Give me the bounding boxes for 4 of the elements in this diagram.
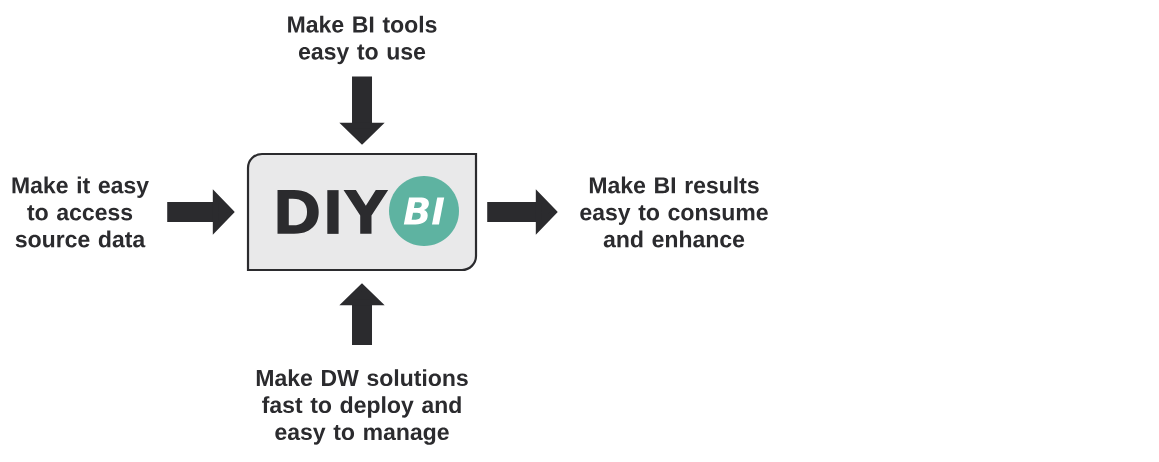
text-label: Make BI tools easy to use [288,15,437,65]
text-label: Make BI results easy to consume and enhance [580,176,768,248]
text-label: Make it easy to access source data [12,176,149,248]
text-label: Make DW solutions fast to deploy and easy to manage [256,369,468,445]
